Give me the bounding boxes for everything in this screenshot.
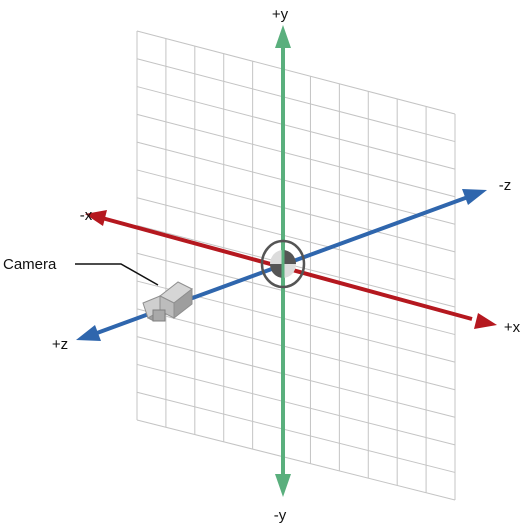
grid-line-horizontal	[136, 363, 456, 446]
label-x-positive: +x	[504, 319, 521, 336]
grid-line-horizontal	[136, 391, 456, 473]
grid-line-horizontal	[136, 308, 456, 391]
grid-line-horizontal	[136, 169, 456, 253]
z-axis-arrow-up	[462, 189, 487, 205]
label-z-positive: +z	[52, 336, 68, 353]
label-y-negative: -y	[274, 507, 287, 524]
camera-icon	[142, 281, 193, 322]
x-axis-arrow-left	[85, 210, 107, 226]
grid-line-horizontal	[136, 141, 456, 225]
label-z-negative: -z	[499, 177, 512, 194]
label-x-negative: -x	[80, 207, 93, 224]
grid-line-horizontal	[136, 113, 456, 198]
label-camera: Camera	[3, 256, 57, 273]
grid-line-horizontal	[136, 86, 456, 170]
camera-callout-line	[75, 263, 159, 286]
grid-line-horizontal	[136, 419, 456, 501]
grid-line-horizontal	[136, 30, 456, 115]
grid-line-horizontal	[136, 197, 456, 280]
label-y-positive: +y	[272, 6, 289, 23]
grid-plane	[136, 30, 456, 501]
origin-rotation-icon	[260, 239, 306, 289]
x-axis-arrow-right	[474, 313, 497, 329]
z-axis-arrow-down	[76, 325, 101, 341]
y-axis-arrow-down	[275, 474, 291, 497]
grid-line-horizontal	[136, 336, 456, 418]
grid-line-horizontal	[136, 252, 456, 336]
y-axis-arrow-up	[275, 25, 291, 48]
grid-line-horizontal	[136, 58, 456, 143]
grid-line-horizontal	[136, 225, 456, 308]
